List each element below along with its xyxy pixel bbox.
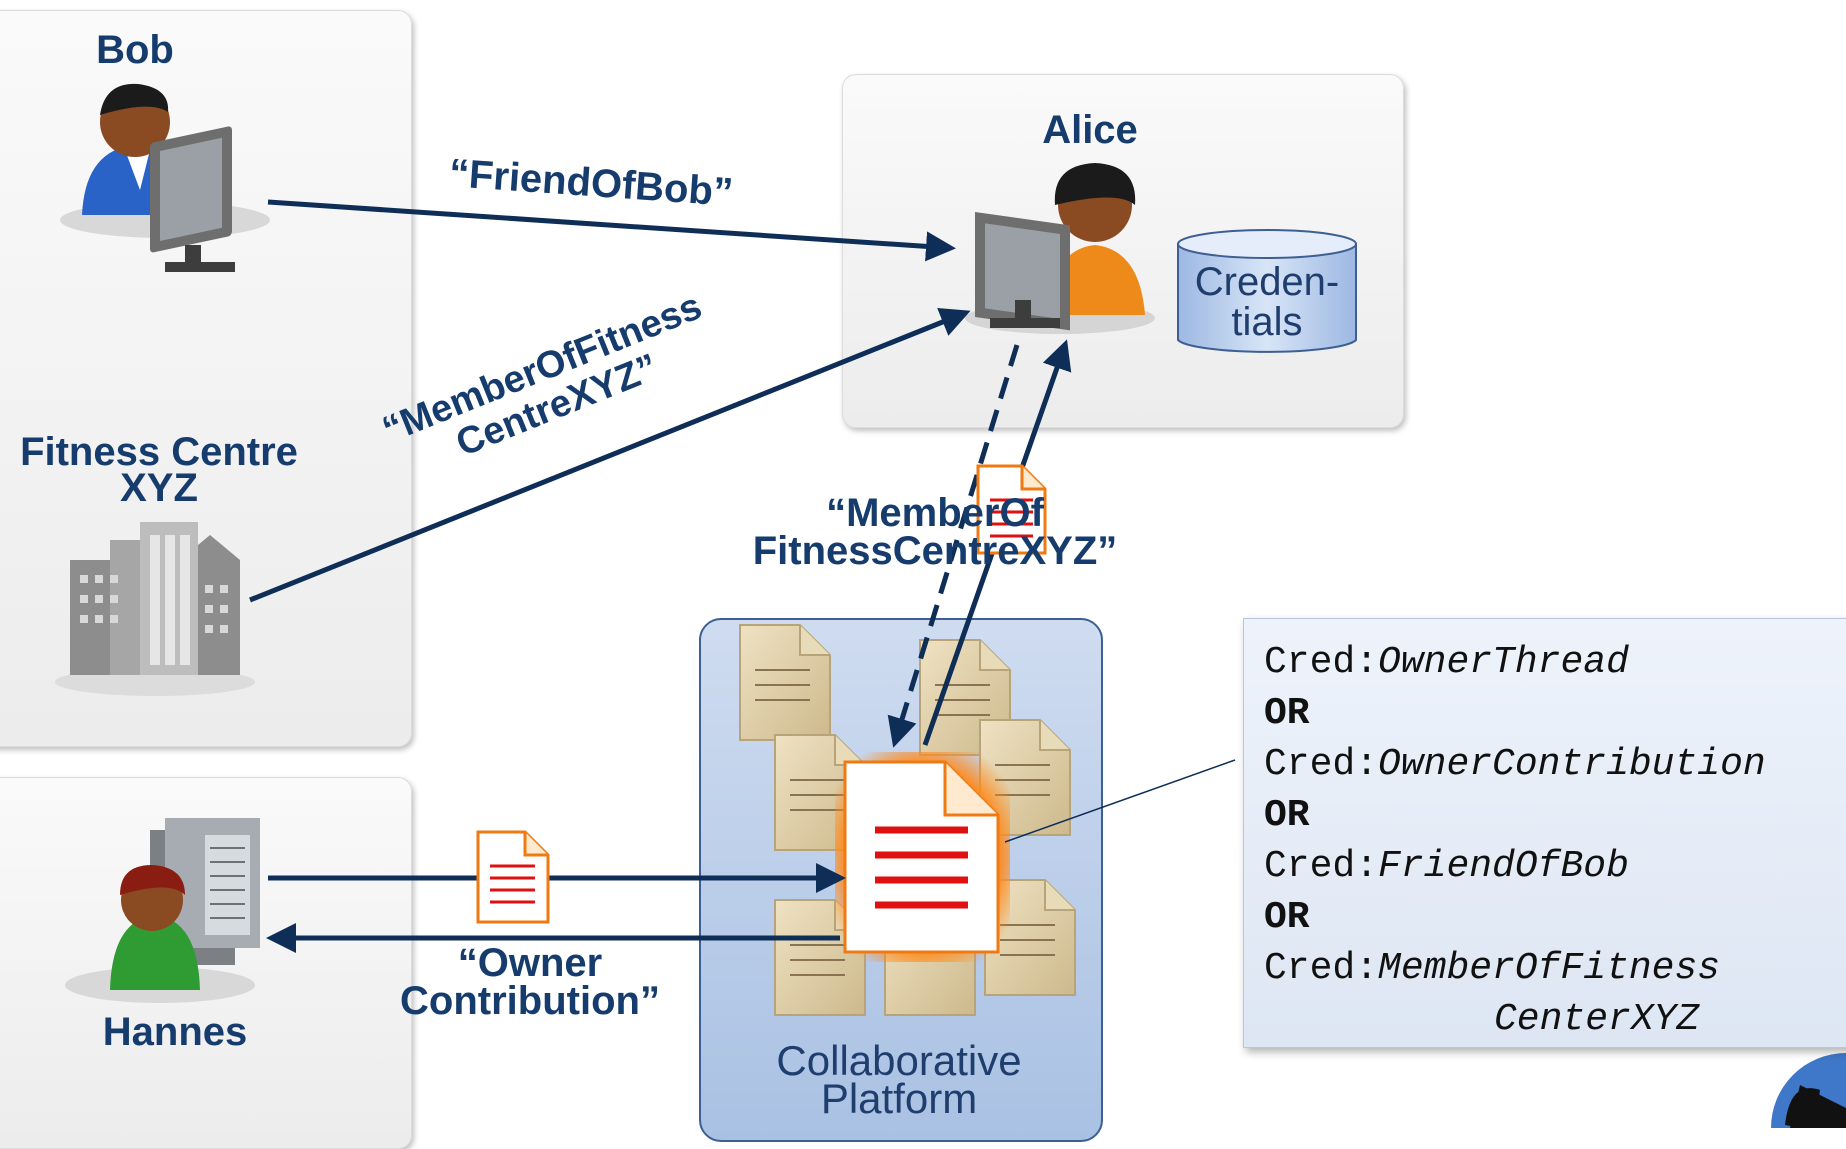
- fitness-centre-label-line2: XYZ: [120, 466, 198, 510]
- arrow-bob-to-alice: [267, 199, 956, 262]
- policy-line: Cred:MemberOfFitness: [1264, 947, 1721, 990]
- hannes-label: Hannes: [102, 1010, 248, 1054]
- policy-line-continuation: CenterXYZ: [1494, 998, 1700, 1041]
- member-of-fitness-2-line1: “MemberOf: [826, 491, 1044, 535]
- owner-contribution-line2: Contribution”: [400, 979, 660, 1023]
- member-of-fitness-2-line2: FitnessCentreXYZ”: [752, 529, 1118, 573]
- bob-label: Bob: [96, 28, 174, 72]
- policy-line: Cred:FriendOfBob: [1264, 845, 1629, 888]
- credentials-label-line2: tials: [1231, 300, 1303, 344]
- highlighted-document-icon: [835, 752, 1010, 962]
- policy-line: Cred:OwnerThread: [1264, 641, 1629, 684]
- policy-connector-line: [1004, 759, 1236, 843]
- arrow-fitness-to-alice: [249, 308, 971, 603]
- credentials-database-icon: [1177, 229, 1357, 353]
- hannes-person-server-icon: [65, 818, 260, 1003]
- platform-label-line1: Collaborative: [776, 1037, 1022, 1084]
- policy-or: OR: [1264, 794, 1310, 837]
- logo-icon: [1771, 1053, 1846, 1128]
- policy-or: OR: [1264, 896, 1310, 939]
- alice-person-computer-icon: [965, 163, 1155, 334]
- arrow-alice-to-platform-dashed: [887, 344, 1020, 748]
- buildings-icon: [55, 522, 255, 696]
- platform-label-line2: Platform: [820, 1075, 978, 1122]
- policy-line: Cred:OwnerContribution: [1264, 743, 1766, 786]
- fitness-centre-label-line1: Fitness Centre: [20, 430, 298, 474]
- policy-or: OR: [1264, 692, 1310, 735]
- bob-person-computer-icon: [60, 83, 270, 272]
- credentials-label-line1: Creden-: [1194, 260, 1340, 304]
- small-document-icon: [476, 830, 550, 924]
- credential-policy-box: Cred:OwnerThread OR Cred:OwnerContributi…: [1243, 618, 1846, 1048]
- small-document-icon: [976, 464, 1047, 555]
- alice-label: Alice: [1042, 108, 1138, 152]
- owner-contribution-line1: “Owner: [457, 941, 603, 985]
